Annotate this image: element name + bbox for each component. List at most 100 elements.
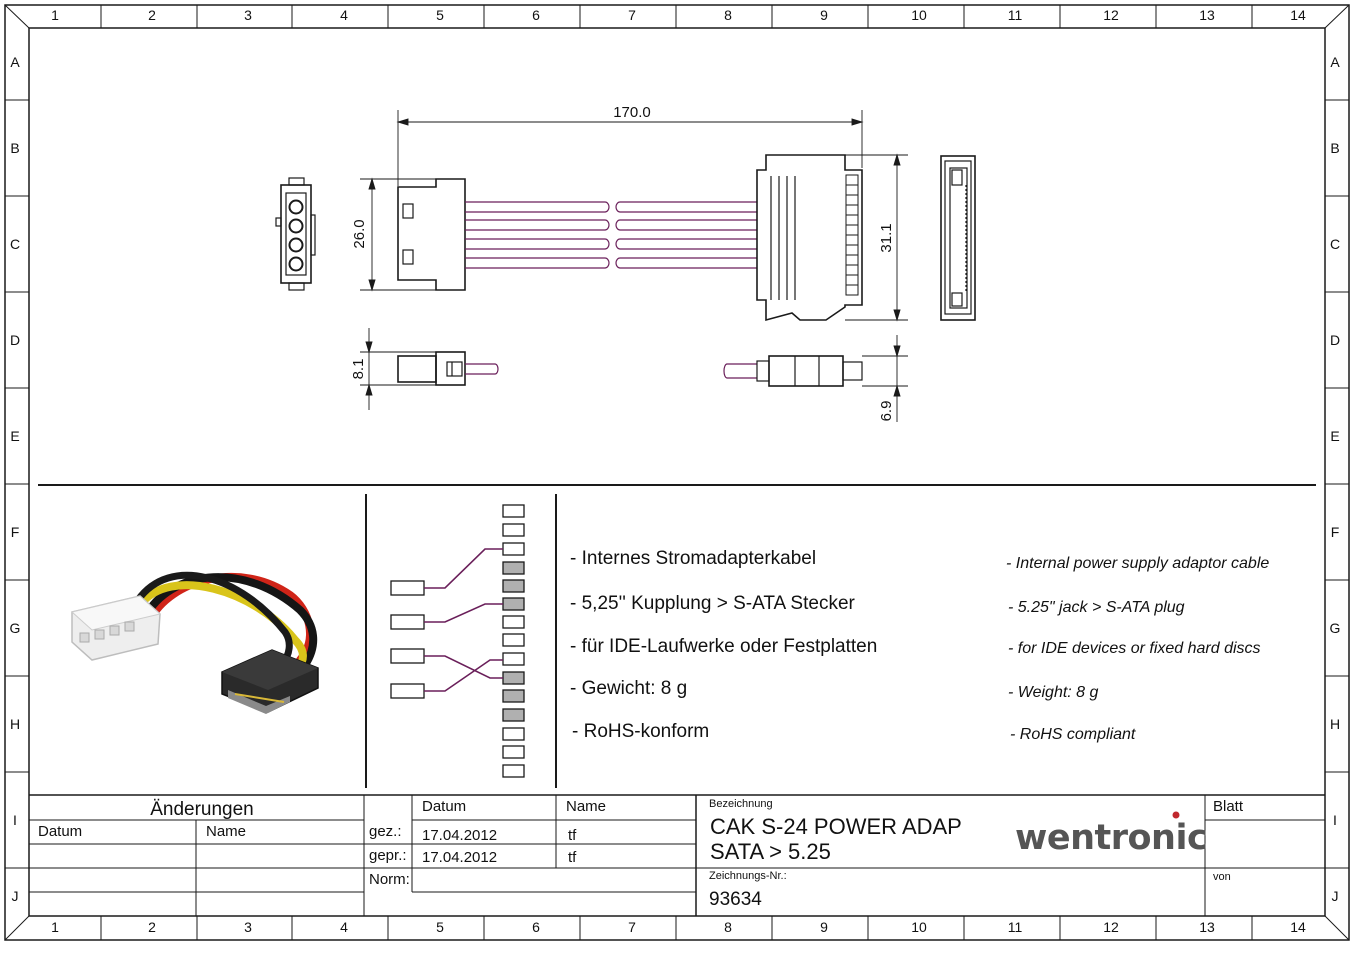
molex-pin <box>390 648 425 664</box>
designation-line1: CAK S-24 POWER ADAP <box>710 814 962 839</box>
col-label: 6 <box>532 919 540 935</box>
of-label: von <box>1213 871 1231 883</box>
gez-label: gez.: <box>369 823 402 840</box>
col-label: 13 <box>1199 7 1215 23</box>
row-labels-right: A B C D E F G H I J <box>1330 54 1341 904</box>
column-labels-top: 1 2 3 4 5 6 7 8 9 10 11 12 13 14 <box>51 7 1306 23</box>
col-label: 8 <box>724 7 732 23</box>
logo-dot <box>1172 811 1180 819</box>
col-label: 11 <box>1008 919 1023 935</box>
sheet-label: Blatt <box>1213 798 1244 815</box>
col-label: 3 <box>244 7 252 23</box>
column-labels-bottom: 1 2 3 4 5 6 7 8 9 10 11 12 13 14 <box>51 919 1306 935</box>
molex-pin <box>390 683 425 699</box>
row-label: F <box>1331 524 1340 540</box>
col-label: 6 <box>532 7 540 23</box>
row-label: G <box>10 620 21 636</box>
sheet-frame <box>4 4 1350 941</box>
row-label: F <box>11 524 20 540</box>
wentronic-logo: wentronic <box>1015 811 1208 858</box>
dim-length: 170.0 <box>613 104 651 121</box>
sata-connector-top <box>756 154 863 322</box>
gepr-date: 17.04.2012 <box>422 849 497 866</box>
changes-date-label: Datum <box>38 823 82 840</box>
norm-label: Norm: <box>369 871 410 888</box>
designation-line2: SATA > 5.25 <box>710 839 831 864</box>
row-label: J <box>1332 888 1339 904</box>
gez-name: tf <box>568 827 577 844</box>
row-label: H <box>10 716 20 732</box>
feature-en: - for IDE devices or fixed hard discs <box>1008 640 1261 657</box>
col-label: 14 <box>1290 7 1306 23</box>
col-label: 13 <box>1199 919 1215 935</box>
row-label: E <box>10 428 19 444</box>
sata-pin-column <box>502 504 525 778</box>
gepr-name: tf <box>568 849 577 866</box>
col-label: 7 <box>628 7 636 23</box>
col-label: 1 <box>51 7 59 23</box>
logo-text: wentronic <box>1015 818 1207 858</box>
dim-molex-thickness: 8.1 <box>350 359 367 380</box>
col-label: 2 <box>148 7 156 23</box>
col-label: 8 <box>724 919 732 935</box>
wiring-schematic <box>390 504 525 778</box>
row-label: G <box>1330 620 1341 636</box>
drawing-no-label: Zeichnungs-Nr.: <box>709 870 787 882</box>
row-label: C <box>10 236 20 252</box>
sata-end-view <box>940 155 976 321</box>
row-label: A <box>1330 54 1340 70</box>
col-label: 5 <box>436 7 444 23</box>
features-german: - Internes Stromadapterkabel - 5,25'' Ku… <box>570 548 877 742</box>
col-label: 10 <box>911 7 927 23</box>
drawing-no: 93634 <box>709 889 762 910</box>
col-label: 10 <box>911 919 927 935</box>
dim-molex-height: 26.0 <box>351 219 368 248</box>
molex-connector-top <box>397 178 466 291</box>
col-label: 12 <box>1103 919 1119 935</box>
gepr-label: gepr.: <box>369 847 407 864</box>
sata-pins <box>845 174 859 296</box>
feature-de: - RoHS-konform <box>572 721 709 742</box>
title-block <box>29 794 1325 916</box>
col-label: 4 <box>340 7 348 23</box>
wires-top-view <box>465 201 757 269</box>
molex-pin <box>390 614 425 630</box>
row-label: I <box>13 812 17 828</box>
dim-sata-height: 31.1 <box>878 223 895 252</box>
title-block-text: Änderungen Datum Name Datum Name gez.: 1… <box>38 798 1244 910</box>
sata-connector-side <box>723 355 863 387</box>
row-label: I <box>1333 812 1337 828</box>
row-label: J <box>12 888 19 904</box>
changes-name-label: Name <box>206 823 246 840</box>
changes-label: Änderungen <box>150 799 254 820</box>
row-label: D <box>10 332 20 348</box>
col-label: 14 <box>1290 919 1306 935</box>
feature-de: - 5,25'' Kupplung > S-ATA Stecker <box>570 593 856 614</box>
feature-de: - Gewicht: 8 g <box>570 678 687 699</box>
name-label: Name <box>566 798 606 815</box>
features-english: - Internal power supply adaptor cable - … <box>1006 555 1269 743</box>
col-label: 11 <box>1008 7 1023 23</box>
col-label: 3 <box>244 919 252 935</box>
row-label: E <box>1330 428 1339 444</box>
col-label: 2 <box>148 919 156 935</box>
col-label: 9 <box>820 919 828 935</box>
molex-end-view <box>275 177 316 291</box>
col-label: 7 <box>628 919 636 935</box>
feature-en: - 5.25" jack > S-ATA plug <box>1008 599 1185 616</box>
row-label: B <box>10 140 19 156</box>
col-label: 12 <box>1103 7 1119 23</box>
sata-photo <box>221 649 319 714</box>
dimension-lines <box>360 110 908 422</box>
feature-en: - RoHS compliant <box>1010 726 1136 743</box>
row-label: D <box>1330 332 1340 348</box>
molex-photo <box>70 595 162 661</box>
feature-de: - für IDE-Laufwerke oder Festplatten <box>570 636 877 657</box>
col-label: 4 <box>340 919 348 935</box>
molex-connector-side <box>397 351 499 386</box>
feature-de: - Internes Stromadapterkabel <box>570 548 816 569</box>
col-label: 1 <box>51 919 59 935</box>
feature-en: - Internal power supply adaptor cable <box>1006 555 1269 572</box>
designation-label: Bezeichnung <box>709 798 773 810</box>
